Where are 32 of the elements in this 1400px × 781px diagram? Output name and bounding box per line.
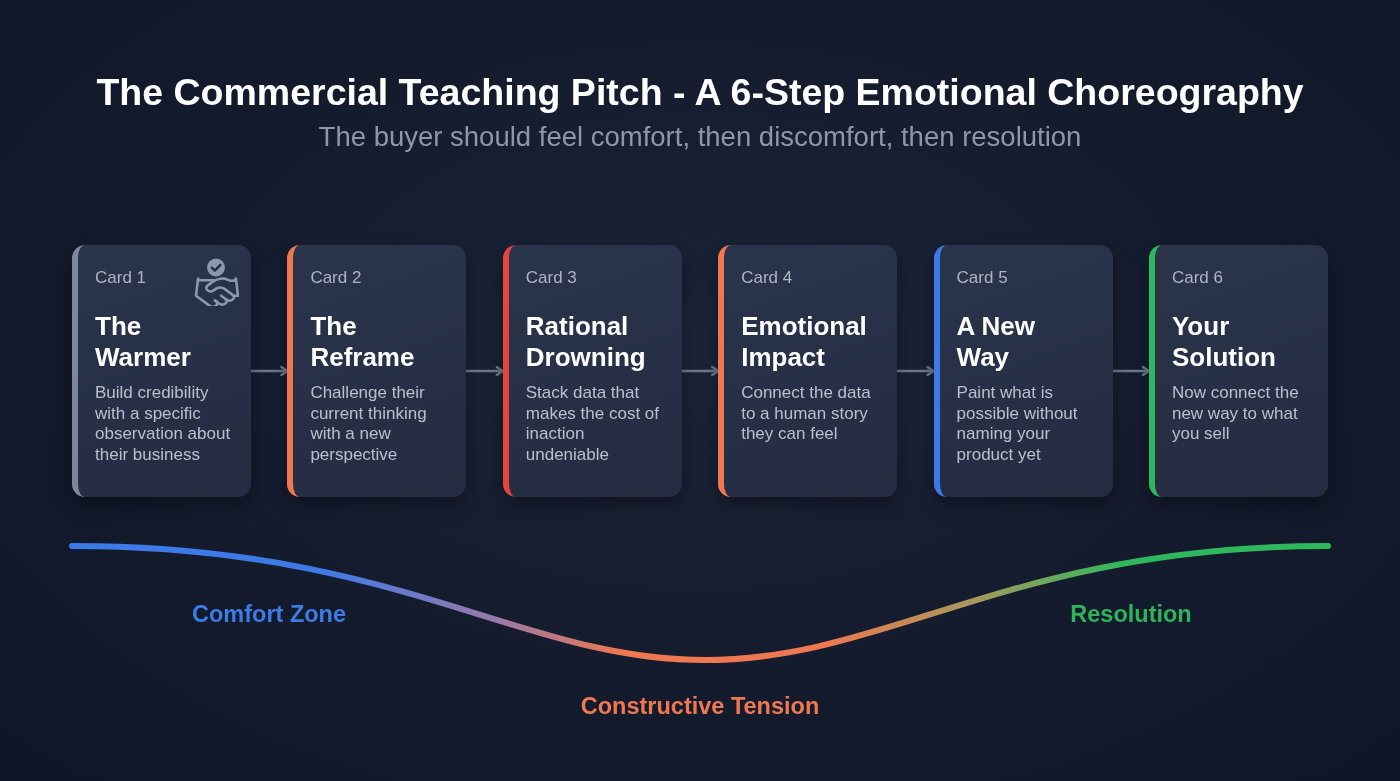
diagram-title: The Commercial Teaching Pitch - A 6-Step Emotional Choreography xyxy=(96,70,1304,114)
step-description: Now connect the new way to what you sell xyxy=(1171,383,1300,445)
step-card xyxy=(72,245,251,497)
step-number: Card 1 xyxy=(95,268,147,288)
step-description: Challenge their current thinking with a new perspective xyxy=(310,383,428,465)
step-card xyxy=(1148,245,1328,497)
arrow xyxy=(249,365,289,377)
step-number: Card 3 xyxy=(525,268,577,288)
step-title: The Reframe xyxy=(310,311,416,373)
step-card xyxy=(287,245,467,497)
arrow xyxy=(680,365,720,377)
step-number: Card 2 xyxy=(310,268,362,288)
step-title: Emotional Impact xyxy=(741,311,868,373)
zone-label: Constructive Tension xyxy=(580,692,820,720)
step-title: Your Solution xyxy=(1171,311,1277,373)
step-title: The Warmer xyxy=(95,311,192,373)
step-description: Stack data that makes the cost of inaction undeniable xyxy=(525,383,660,465)
step-description: Build credibility with a specific observation about their business xyxy=(95,383,232,465)
step-number: Card 6 xyxy=(1171,268,1223,288)
step-description: Connect the data to a human story they can feel xyxy=(741,383,872,445)
step-card xyxy=(933,245,1113,497)
step-number: Card 5 xyxy=(956,268,1008,288)
step-number: Card 4 xyxy=(741,268,793,288)
diagram-subtitle: The buyer should feel comfort, then discomfort, then resolution xyxy=(318,120,1082,153)
zone-label: Comfort Zone xyxy=(192,600,346,628)
arrow xyxy=(465,365,504,377)
step-description: Paint what is possible without naming your product yet xyxy=(956,383,1079,465)
zone-label: Resolution xyxy=(1070,600,1192,628)
step-title: A New Way xyxy=(956,311,1037,373)
step-card xyxy=(718,245,898,497)
step-title: Rational Drowning xyxy=(525,311,647,373)
step-card xyxy=(502,245,682,497)
